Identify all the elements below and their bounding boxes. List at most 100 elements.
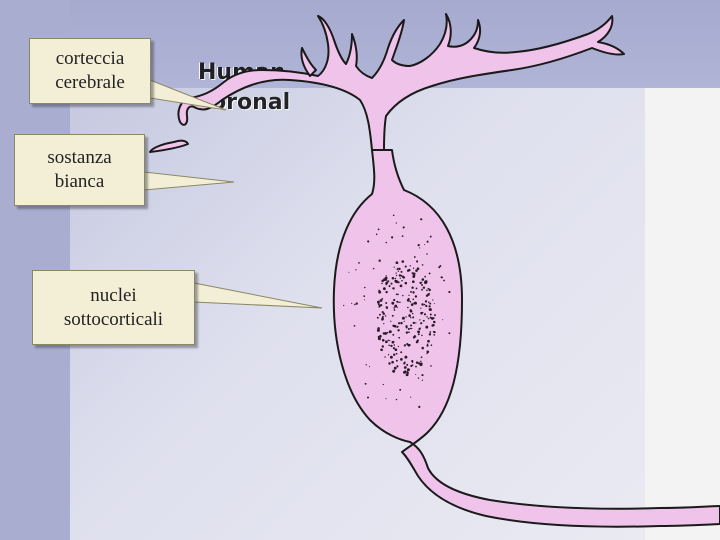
cytoplasm-dot [364,286,366,289]
nucleus-dot [377,303,380,306]
cytoplasm-dot [448,290,451,294]
nucleus-dot [405,373,409,377]
nucleus-dot [408,331,410,334]
nucleus-dot [428,333,432,336]
nucleus-dot [409,265,411,267]
cytoplasm-dot [420,218,423,221]
cytoplasm-dot [434,314,436,317]
nucleus-dot [409,309,413,313]
nucleus-dot [397,301,399,303]
nucleus-dot [393,309,396,311]
cytoplasm-dot [416,260,419,263]
right-panel [645,88,720,540]
nucleus-dot [428,305,431,308]
nucleus-dot [380,348,383,352]
cytoplasm-dot [367,396,369,399]
nucleus-dot [379,299,383,302]
nucleus-dot [394,304,398,308]
nucleus-dot [390,282,393,285]
cytoplasm-dot [364,382,367,385]
nucleus-dot [411,359,414,363]
nucleus-dot [393,324,397,328]
nucleus-dot [383,322,385,325]
nucleus-dot [393,366,397,370]
nucleus-dot [412,321,415,325]
nucleus-dot [409,327,412,330]
nucleus-dot [420,322,423,325]
nucleus-dot [403,362,406,365]
nucleus-dot [400,358,403,361]
nucleus-dot [382,287,386,291]
nucleus-dot [393,347,395,349]
nucleus-dot [397,281,400,284]
nucleus [343,214,451,409]
nucleus-dot [393,344,396,346]
nucleus-dot [381,298,384,300]
nucleus-dot [410,324,413,327]
nucleus-dot [427,301,430,303]
nucleus-dot [411,280,415,284]
nucleus-dot [392,340,395,343]
nucleus-dot [415,361,419,364]
cytoplasm-dot [433,334,436,336]
cytoplasm-dot [385,241,388,244]
nucleus-dot [412,291,415,294]
cytoplasm-dot [367,240,370,243]
nucleus-dot [432,323,435,327]
nucleus-dot [432,299,434,301]
callout-pointer-sostanza [143,171,235,191]
nucleus-dot [396,365,399,368]
nucleus-dot [409,300,412,303]
nucleus-dot [416,267,420,270]
nucleus-dot [398,267,401,271]
cytoplasm-dot [442,319,444,321]
nucleus-dot [397,345,400,348]
nucleus-dot [405,325,408,328]
nucleus-dot [400,270,403,273]
nucleus-dot [401,275,405,278]
nucleus-dot [398,336,401,339]
nucleus-dot [421,346,424,350]
nucleus-dot [421,284,423,286]
nucleus-dot [419,327,421,329]
nucleus-dot [385,290,388,294]
nucleus-dot [425,325,429,329]
cytoplasm-dot [426,253,428,255]
cytoplasm-dot [377,228,380,231]
dendrite-tree [177,13,625,151]
nucleus-dot [406,371,408,374]
nucleus-dot [433,320,436,324]
nucleus-dot [422,286,426,289]
nucleus-dot [379,334,382,338]
cytoplasm-dot [413,256,416,258]
cytoplasm-dot [392,214,395,217]
nucleus-dot [378,290,382,294]
callout-corteccia-line1: corteccia [55,48,125,69]
nucleus-dot [379,313,381,316]
cytoplasm-dot [419,247,421,249]
nucleus-dot [416,339,419,342]
nucleus-dot [404,355,408,359]
nucleus-dot [428,308,432,312]
nucleus-dot [411,312,414,315]
nucleus-dot [388,330,392,334]
nucleus-dot [385,281,388,284]
nucleus-dot [414,335,417,338]
nucleus-dot [378,306,380,308]
cytoplasm-dot [353,325,356,327]
cytoplasm-dot [368,366,371,368]
nucleus-dot [423,313,427,316]
nucleus-dot [413,272,416,275]
nucleus-dot [392,333,395,336]
nucleus-dot [393,266,395,268]
nucleus-dot [414,301,417,304]
cytoplasm-dot [433,331,436,334]
cytoplasm-dot [391,236,394,239]
cytoplasm-dot [351,302,353,304]
cytoplasm-dot [448,332,451,335]
nucleus-dot [429,331,432,333]
nucleus-dot [417,333,420,336]
nucleus-dot [382,312,386,316]
nucleus-dot [417,330,421,334]
nucleus-dot [386,331,389,334]
